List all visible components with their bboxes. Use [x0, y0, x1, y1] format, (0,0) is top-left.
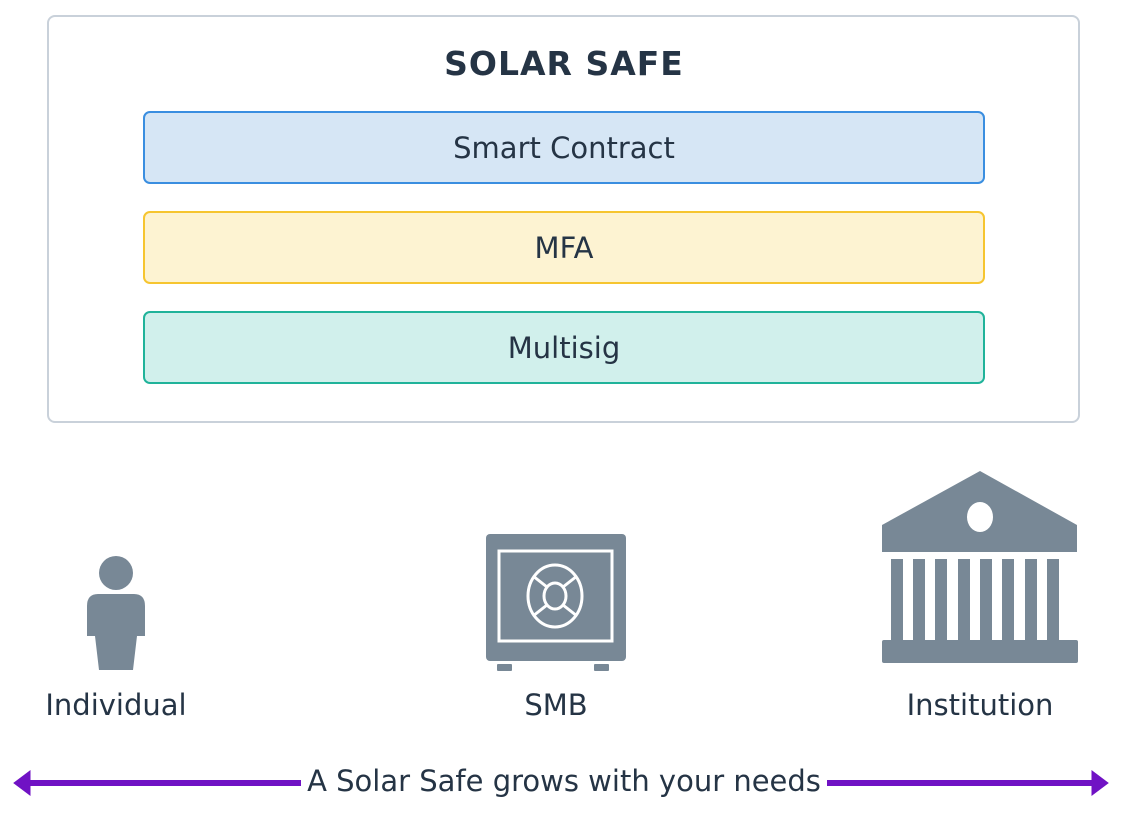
tagline: A Solar Safe grows with your needs — [301, 764, 827, 798]
layer-mfa: MFA — [143, 211, 985, 284]
layer-multisig: Multisig — [143, 311, 985, 384]
tier-label-institution: Institution — [906, 688, 1054, 722]
tier-label-individual: Individual — [45, 688, 187, 722]
solar-safe-container — [47, 15, 1080, 423]
safe-icon — [486, 534, 626, 671]
bank-icon — [882, 471, 1078, 663]
diagram-title: SOLAR SAFE — [444, 44, 684, 83]
tier-label-smb: SMB — [524, 688, 588, 722]
layer-smart-contract: Smart Contract — [143, 111, 985, 184]
person-icon — [87, 556, 145, 670]
tagline-wrapper: A Solar Safe grows with your needs — [0, 764, 1128, 798]
